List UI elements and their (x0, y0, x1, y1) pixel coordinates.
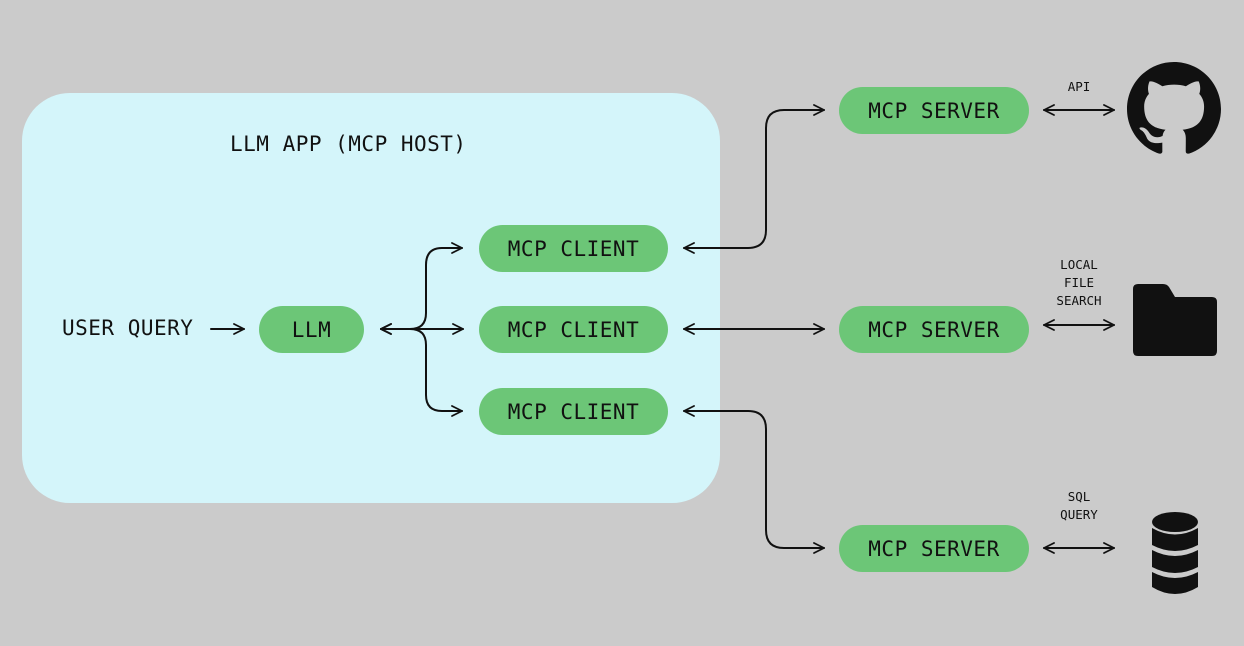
mcp-server-node: MCP SERVER (839, 306, 1029, 353)
connection-label-sql-query: SQL QUERY (1060, 489, 1098, 522)
mcp-server-node: MCP SERVER (839, 87, 1029, 134)
host-title: LLM APP (MCP HOST) (230, 132, 467, 156)
mcp-client-node: MCP CLIENT (479, 388, 668, 435)
llm-node: LLM (259, 306, 364, 353)
connection-label-file-search: LOCAL FILE SEARCH (1056, 257, 1102, 308)
arrow-client1-server1 (683, 104, 825, 254)
mcp-client-node: MCP CLIENT (479, 306, 668, 353)
connection-label-api: API (1067, 79, 1091, 94)
mcp-server-node: MCP SERVER (839, 525, 1029, 572)
arrow-llm-client-1 (380, 242, 463, 335)
user-query-label: USER QUERY (62, 316, 194, 340)
arrow-llm-client-3 (380, 323, 463, 417)
mcp-client-node: MCP CLIENT (479, 225, 668, 272)
database-icon (1152, 512, 1198, 594)
folder-icon (1133, 284, 1217, 356)
github-icon (1127, 62, 1221, 154)
arrow-client3-server3 (683, 405, 825, 554)
